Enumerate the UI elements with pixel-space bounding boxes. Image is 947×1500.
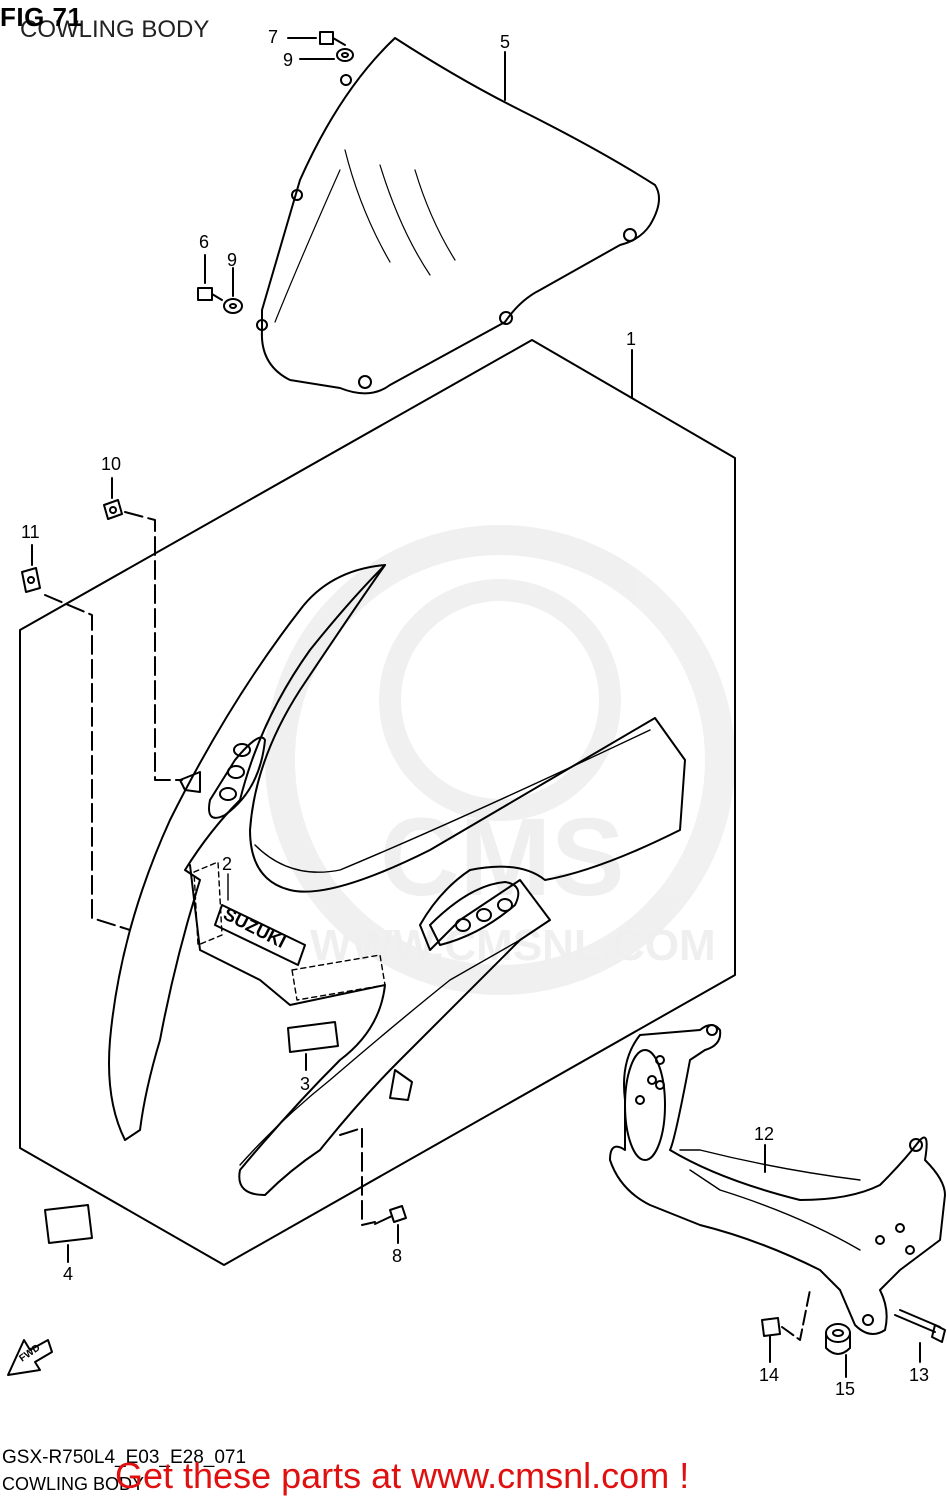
bolt-13: [894, 1309, 946, 1343]
part-label: 12: [754, 1124, 774, 1144]
part-label: 5: [500, 32, 510, 52]
part-labels: 1 2 3 4 5 6 7 8 9 9 10 11 12 13 14 15: [21, 27, 929, 1399]
windscreen: [256, 37, 660, 395]
part-label: 4: [63, 1264, 73, 1284]
cta-link[interactable]: Get these parts at www.cmsnl.com !: [115, 1455, 690, 1496]
pad-3: [287, 1021, 339, 1053]
part-label: 1: [626, 329, 636, 349]
cowling-bracket: [609, 1024, 946, 1335]
fwd-arrow-icon: FWD: [7, 1339, 53, 1376]
part-label: 9: [227, 250, 237, 270]
upper-cowl: [108, 564, 686, 1196]
part-label: 3: [300, 1074, 310, 1094]
part-label: 8: [392, 1246, 402, 1266]
part-label: 7: [268, 27, 278, 47]
pad-4: [44, 1204, 93, 1244]
watermark-url: WWW.CMSNL.COM: [310, 921, 716, 970]
nut-10: [103, 499, 123, 520]
figure-title: FIG 71: [0, 2, 83, 32]
part-label: 2: [222, 854, 232, 874]
screw-8: [374, 1205, 407, 1225]
part-label: 9: [283, 50, 293, 70]
grommet-9-top: [336, 48, 354, 62]
decal-dashed: [193, 861, 223, 946]
part-label: 11: [21, 522, 40, 542]
clip-14: [761, 1317, 781, 1363]
decal-dashed-2: [291, 954, 386, 1001]
assembly-box: [19, 339, 736, 1266]
diagram-code: GSX-R750L4_E03_E28_071: [2, 1447, 247, 1468]
part-label: 13: [909, 1365, 929, 1385]
footer-subtitle: COWLING BODY: [2, 1474, 145, 1494]
nut-11: [21, 567, 41, 593]
part-label: 14: [759, 1365, 779, 1385]
figure-subtitle: COWLING BODY: [20, 16, 210, 43]
damper-15: [825, 1323, 851, 1355]
part-label: 6: [199, 232, 209, 252]
suzuki-decal: SUZUKI: [214, 904, 306, 966]
screw-7: [319, 31, 346, 46]
screw-6: [197, 287, 223, 301]
part-label: 15: [835, 1379, 855, 1399]
grommet-9: [223, 298, 243, 314]
part-label: 10: [101, 454, 121, 474]
